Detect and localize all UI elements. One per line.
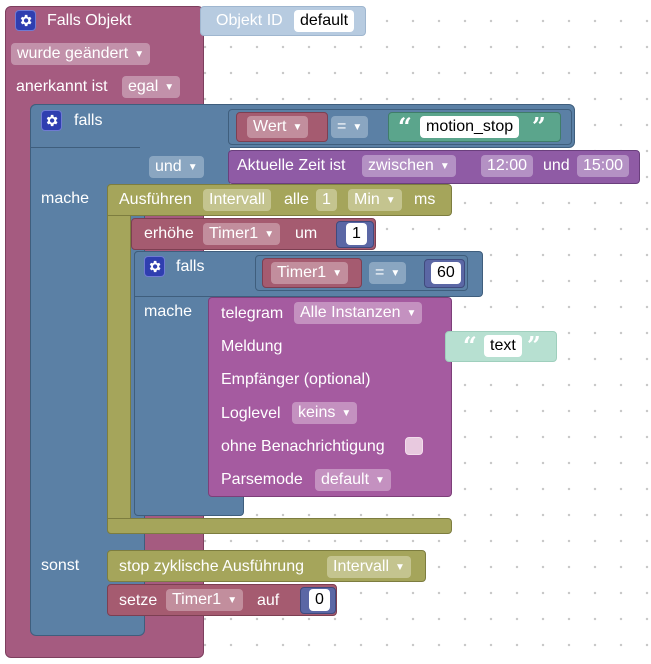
inner-variable-dropdown[interactable]: Timer1 ▼ <box>271 262 349 284</box>
open-quote-icon: “ <box>398 112 412 141</box>
interval-unit-label: Min <box>354 191 380 208</box>
time-label: Aktuelle Zeit ist <box>237 157 346 174</box>
chevron-down-icon: ▼ <box>187 162 198 173</box>
time-and-label: und <box>543 157 570 174</box>
telegram-label: telegram <box>221 305 284 322</box>
parsemode-dropdown[interactable]: default ▼ <box>315 469 391 491</box>
open-quote-icon: “ <box>463 331 477 360</box>
recipient-label: Empfänger (optional) <box>221 371 371 388</box>
time-end-field[interactable]: 15:00 <box>577 155 630 177</box>
inner-if-mache-label: mache <box>144 303 193 320</box>
time-start-field[interactable]: 12:00 <box>481 155 534 177</box>
value-dropdown-label: Wert <box>253 118 287 135</box>
set-to-label: auf <box>257 592 280 609</box>
text-value-field[interactable]: motion_stop <box>420 116 520 138</box>
if-mache-label: mache <box>41 190 90 207</box>
interval-label: Ausführen <box>119 191 192 208</box>
interval-amount-field[interactable]: 1 <box>316 189 337 211</box>
chevron-down-icon: ▼ <box>164 82 175 93</box>
silent-label: ohne Benachrichtigung <box>221 438 385 455</box>
inner-operator-dropdown[interactable]: =▼ <box>369 262 407 284</box>
interval-block[interactable] <box>107 184 131 534</box>
set-value-field[interactable]: 0 <box>309 589 330 611</box>
chevron-down-icon: ▼ <box>332 268 343 279</box>
increment-variable-label: Timer1 <box>209 225 259 242</box>
set-variable-dropdown[interactable]: Timer1 ▼ <box>166 589 244 611</box>
stop-interval-dropdown[interactable]: Intervall ▼ <box>327 556 411 578</box>
inner-number-field[interactable]: 60 <box>431 262 461 284</box>
interval-unit-dropdown[interactable]: Min ▼ <box>348 189 402 211</box>
chevron-down-icon: ▼ <box>375 475 385 486</box>
if-sonst-label: sonst <box>41 557 80 574</box>
time-mode-label: zwischen <box>368 157 434 174</box>
interval-name-field[interactable]: Intervall <box>203 189 272 211</box>
stop-interval-label: Intervall <box>333 558 390 575</box>
chevron-down-icon: ▼ <box>292 122 303 133</box>
object-id-field[interactable]: default <box>294 10 355 32</box>
chevron-down-icon: ▼ <box>390 268 401 279</box>
increment-by-label: um <box>295 225 318 242</box>
value-dropdown[interactable]: Wert ▼ <box>247 116 309 138</box>
set-label: setze <box>119 592 158 609</box>
ack-dropdown-label: egal <box>128 78 159 95</box>
and-dropdown-label: und <box>155 158 182 175</box>
loglevel-dropdown[interactable]: keins ▼ <box>292 402 358 424</box>
telegram-instance-dropdown[interactable]: Alle Instanzen ▼ <box>294 302 423 324</box>
increment-label: erhöhe <box>144 225 194 242</box>
and-dropdown[interactable]: und ▼ <box>149 156 204 178</box>
message-label: Meldung <box>221 338 283 355</box>
chevron-down-icon: ▼ <box>227 595 238 606</box>
chevron-down-icon: ▼ <box>406 308 417 319</box>
chevron-down-icon: ▼ <box>395 562 405 573</box>
set-variable-label: Timer1 <box>172 591 222 608</box>
close-quote-icon: ” <box>532 112 546 141</box>
inner-variable-label: Timer1 <box>277 264 327 281</box>
silent-checkbox[interactable] <box>405 437 423 455</box>
event-settings-gear-icon[interactable] <box>15 10 36 31</box>
changed-dropdown[interactable]: wurde geändert ▼ <box>11 43 151 65</box>
inner-operator-label: = <box>375 264 385 281</box>
ack-label: anerkannt ist <box>16 78 108 95</box>
interval-every-label: alle <box>284 191 309 208</box>
changed-dropdown-label: wurde geändert <box>17 45 129 62</box>
chevron-down-icon: ▼ <box>264 229 275 240</box>
chevron-down-icon: ▼ <box>134 49 145 60</box>
if-falls-label: falls <box>74 112 103 129</box>
increment-variable-dropdown[interactable]: Timer1 ▼ <box>203 223 281 245</box>
loglevel-label: Loglevel <box>221 405 281 422</box>
message-value-field[interactable]: text <box>484 335 522 357</box>
interval-ms-label: ms <box>414 191 436 208</box>
stop-label: stop zyklische Ausführung <box>119 558 304 575</box>
telegram-instance-label: Alle Instanzen <box>300 304 401 321</box>
operator-dropdown-label: = <box>337 118 347 135</box>
event-title: Falls Objekt <box>47 12 132 29</box>
inner-if-falls-label: falls <box>176 258 205 275</box>
object-id-label: Objekt ID <box>216 12 283 29</box>
telegram-block[interactable] <box>208 297 452 497</box>
close-quote-icon: ” <box>527 331 541 360</box>
interval-footer <box>107 518 452 534</box>
ack-dropdown[interactable]: egal ▼ <box>122 76 181 98</box>
chevron-down-icon: ▼ <box>385 195 396 206</box>
inner-if-settings-gear-icon[interactable] <box>144 256 165 277</box>
parsemode-label: Parsemode <box>221 471 303 488</box>
chevron-down-icon: ▼ <box>352 122 363 133</box>
time-mode-dropdown[interactable]: zwischen ▼ <box>362 155 456 177</box>
chevron-down-icon: ▼ <box>341 408 352 419</box>
operator-dropdown[interactable]: =▼ <box>331 116 369 138</box>
chevron-down-icon: ▼ <box>439 161 450 172</box>
if-settings-gear-icon[interactable] <box>41 110 62 131</box>
increment-value-field[interactable]: 1 <box>346 223 367 245</box>
loglevel-dropdown-label: keins <box>298 404 336 421</box>
parsemode-dropdown-label: default <box>321 471 370 488</box>
